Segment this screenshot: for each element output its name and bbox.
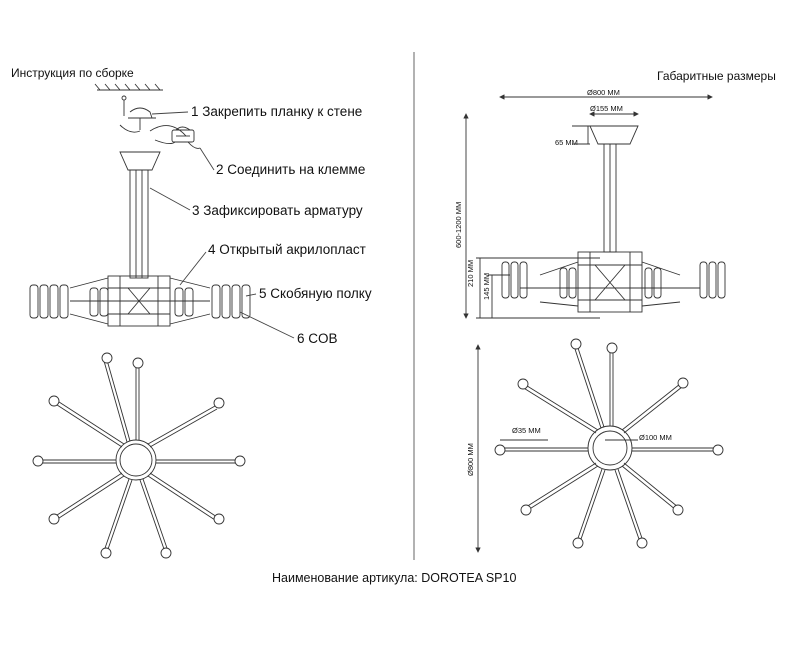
- step-1-label: 1 Закрепить планку к стене: [191, 104, 363, 119]
- article-name: Наименование артикула: DOROTEA SP10: [272, 571, 517, 585]
- step-6-label: 6 COB: [297, 331, 338, 346]
- mounting-bracket-icon: [119, 95, 156, 133]
- leader-lines: [149, 111, 295, 339]
- canopy: [119, 151, 161, 171]
- dimensions-title: Габаритные размеры: [657, 69, 776, 83]
- step-3-label: 3 Зафиксировать арматуру: [192, 203, 363, 218]
- lamp-body-side-right: [520, 251, 700, 313]
- assembly-title: Инструкция по сборке: [11, 66, 134, 80]
- step-4-label: 4 Открытый акрилопласт: [208, 242, 366, 257]
- dim-canopy-width: Ø155 MM: [590, 104, 623, 113]
- plan-view-left: [38, 359, 240, 553]
- ceiling-hatch: [94, 83, 163, 91]
- plan-lamps-right: [494, 338, 724, 549]
- dimension-lines: [463, 94, 713, 553]
- lamp-discs-right-view: [501, 261, 726, 299]
- dim-overall-width: Ø800 MM: [587, 88, 620, 97]
- canopy-right: [589, 125, 639, 145]
- dim-lamp-diameter: Ø35 MM: [512, 426, 541, 435]
- terminal-block-icon: [149, 125, 201, 149]
- lamp-discs-left: [29, 284, 109, 319]
- plan-view-right: [500, 344, 716, 543]
- dim-canopy-height: 65 MM: [555, 138, 578, 147]
- step-2-label: 2 Соединить на клемме: [216, 162, 366, 177]
- step-5-label: 5 Скобяную полку: [259, 286, 372, 301]
- lamp-body-side: [69, 275, 211, 327]
- plan-lamps-left: [32, 352, 246, 559]
- lamp-discs-right: [174, 284, 251, 319]
- dim-hub-diameter: Ø100 MM: [639, 433, 672, 442]
- suspension-rod: [129, 169, 149, 279]
